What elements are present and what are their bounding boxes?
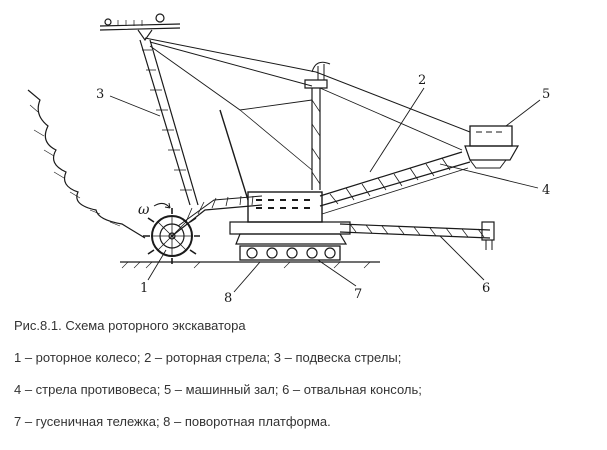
caption-block: Рис.8.1. Схема роторного экскаватора 1 –… [14, 318, 599, 446]
callout-7: 7 [354, 287, 362, 302]
leader-8 [233, 261, 261, 293]
rotating-platform [235, 233, 348, 245]
callout-6: 6 [482, 281, 490, 296]
callout-2: 2 [418, 73, 426, 88]
omega-label: ω [138, 202, 150, 218]
excavator-diagram: 1 2 3 4 5 6 7 8 ω [27, 13, 550, 306]
legend-line-3: 7 – гусеничная тележка; 8 – поворотная п… [14, 414, 331, 429]
legend-line-2: 4 – стрела противовеса; 5 – машинный зал… [14, 382, 422, 397]
callout-8: 8 [224, 291, 232, 306]
callout-1: 1 [140, 281, 148, 296]
crawler-carriage [239, 245, 341, 261]
leader-6 [439, 235, 485, 281]
bench-slope [27, 89, 146, 239]
rotation-arrow [153, 202, 171, 209]
leader-3 [109, 95, 161, 117]
counterweight-boom [319, 151, 471, 207]
leader-7 [317, 259, 357, 287]
discharge-conveyor [339, 223, 491, 239]
machine-house [469, 125, 513, 147]
leader-5 [505, 99, 541, 127]
bucket-wheel-boom [171, 204, 263, 237]
callout-5: 5 [542, 87, 550, 102]
callout-4: 4 [542, 183, 550, 198]
top-stays [144, 37, 471, 133]
leader-2 [369, 87, 425, 173]
legend-line-1: 1 – роторное колесо; 2 – роторная стрела… [14, 350, 402, 365]
bench-slope-hatch [29, 104, 121, 227]
excavator-drawing: 1 2 3 4 5 6 7 8 ω [27, 13, 550, 306]
ground-hatch [121, 261, 371, 269]
callout-3: 3 [96, 87, 104, 102]
top-crossbeam [99, 23, 181, 31]
leader-1 [147, 249, 167, 281]
boom-suspension [139, 39, 199, 206]
tower-mast [311, 88, 321, 190]
figure-caption-title: Рис.8.1. Схема роторного экскаватора [14, 318, 246, 333]
leader-4 [439, 163, 539, 189]
